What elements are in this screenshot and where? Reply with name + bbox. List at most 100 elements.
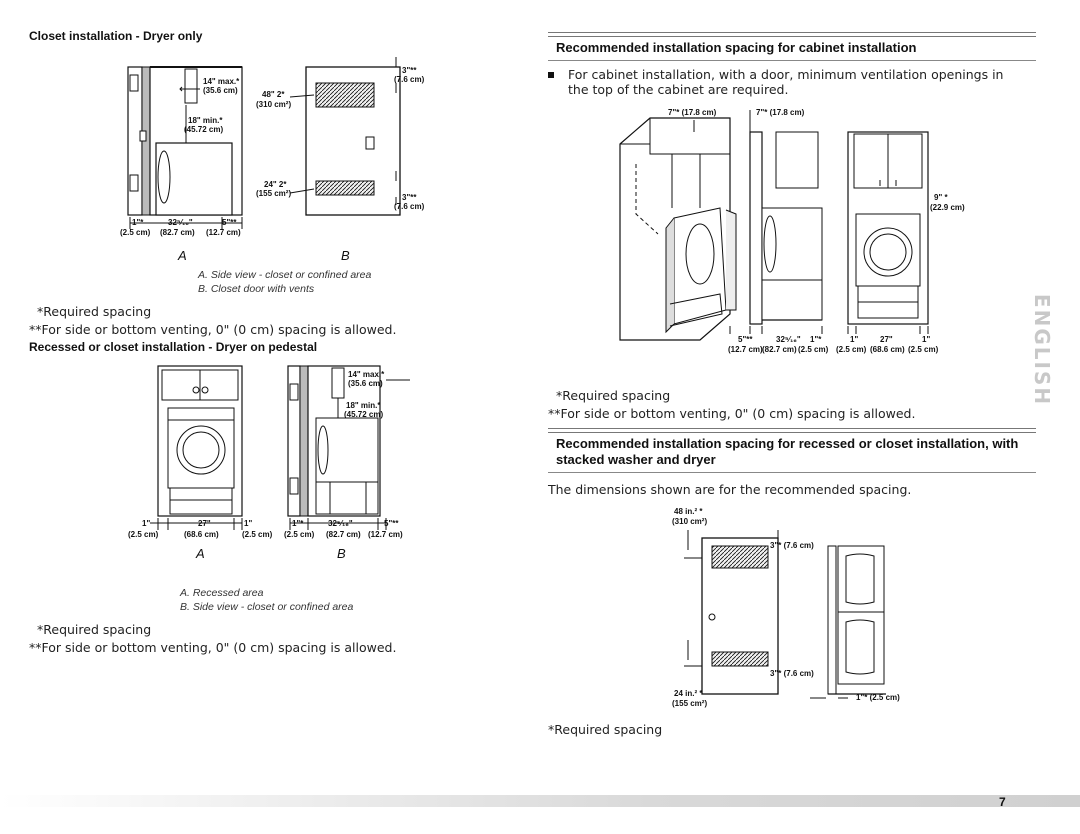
dim-top-right: 7"* (17.8 cm) xyxy=(756,108,805,117)
dim-ped-b2: 32⁵⁄₁₆" xyxy=(328,519,353,528)
dim-cab-c1: 1" xyxy=(850,335,858,344)
figure-label-a: A xyxy=(178,248,187,263)
cabinet-installation-heading: Recommended installation spacing for cab… xyxy=(556,40,917,55)
stacked-intro-text: The dimensions shown are for the recomme… xyxy=(548,482,912,497)
footer-bar xyxy=(0,795,1080,807)
bullet-square xyxy=(548,72,554,78)
note2-required-spacing: *Required spacing xyxy=(37,622,152,637)
pedestal-figure: 1" 27" 1" (2.5 cm) (68.6 cm) (2.5 cm) 14… xyxy=(128,365,410,539)
dim-ped-14-max-cm: (35.6 cm) xyxy=(348,379,383,388)
dim-ped-18-min-cm: (45.72 cm) xyxy=(344,410,383,419)
dim-recess-3: 1" xyxy=(244,519,252,528)
dim-ped-b3-cm: (12.7 cm) xyxy=(368,530,403,539)
dim-cab-b1-cm: (12.7 cm) xyxy=(728,345,763,354)
closet-dryer-only-figure: 14" max.* (35.6 cm) 18" min.* (45.72 cm)… xyxy=(120,57,425,237)
dim-ped-18-min: 18" min.* xyxy=(346,401,381,410)
figure2-label-b: B xyxy=(337,546,346,561)
heading2-bottom-rule xyxy=(548,472,1036,473)
dim-top-left: 7"* (17.8 cm) xyxy=(668,108,717,117)
vent-bottom-area-cm: (155 cm²) xyxy=(256,189,291,198)
recessed-area-drawing xyxy=(157,365,243,517)
cabinet-side-view-drawing xyxy=(749,131,823,325)
dim-ped-b2-cm: (82.7 cm) xyxy=(326,530,361,539)
stacked-note-required: *Required spacing xyxy=(548,722,663,737)
dim-stacked-side: 1"* (2.5 cm) xyxy=(856,693,900,702)
stacked-side-drawing xyxy=(827,545,886,695)
cabinet-bullet-text: For cabinet installation, with a door, m… xyxy=(568,67,1004,97)
dim-cab-c1-cm: (2.5 cm) xyxy=(836,345,867,354)
dim-18-min: 18" min.* xyxy=(188,116,223,125)
dim-side-9in-cm: (22.9 cm) xyxy=(930,203,965,212)
page-number: 7 xyxy=(999,795,1006,809)
dim-side-9in: 9" * xyxy=(934,193,948,202)
caption-side-view-closet: B. Side view - closet or confined area xyxy=(180,601,354,613)
cabinet-installation-figure: 7"* (17.8 cm) 7"* (17.8 cm) 9" * (22.9 c… xyxy=(619,108,965,354)
stacked-installation-heading: Recommended installation spacing for rec… xyxy=(556,436,1019,467)
dim-bottom-2-cm: (82.7 cm) xyxy=(160,228,195,237)
vent-top-area-cm: (310 cm²) xyxy=(256,100,291,109)
dim-recess-2: 27" xyxy=(198,519,211,528)
dim-bottom-3-cm: (12.7 cm) xyxy=(206,228,241,237)
dim-stacked-bottom: 3"* (7.6 cm) xyxy=(770,669,814,678)
heading1-top-rule xyxy=(548,32,1036,37)
closet-door-drawing: 48" 2* (310 cm²) 24" 2* (155 cm²) 3"** (… xyxy=(256,57,425,216)
dim-stacked-vent-top: 48 in.² * xyxy=(674,507,703,516)
figure-label-b: B xyxy=(341,248,350,263)
dim-18-min-cm: (45.72 cm) xyxy=(184,125,223,134)
caption-closet-door: B. Closet door with vents xyxy=(198,283,315,295)
figure2-label-a: A xyxy=(196,546,205,561)
caption-side-view: A. Side view - closet or confined area xyxy=(198,269,372,281)
note-venting: **For side or bottom venting, 0" (0 cm) … xyxy=(29,322,397,337)
side-view-dimensions: 14" max.* (35.6 cm) 18" min.* (45.72 cm)… xyxy=(120,77,243,237)
side-view-pedestal-dimensions: 14" max.* (35.6 cm) 18" min.* (45.72 cm)… xyxy=(284,370,410,539)
note2-venting: **For side or bottom venting, 0" (0 cm) … xyxy=(29,640,397,655)
language-tab: ENGLISH xyxy=(1005,293,1079,407)
dim-cab-b3-cm: (2.5 cm) xyxy=(798,345,829,354)
note-required-spacing: *Required spacing xyxy=(37,304,152,319)
vent-top-area: 48" 2* xyxy=(262,90,285,99)
dim-ped-14-max: 14" max.* xyxy=(348,370,385,379)
dim-stacked-vent-bottom-cm: (155 cm²) xyxy=(672,699,707,708)
pedestal-heading: Recessed or closet installation - Dryer … xyxy=(29,340,318,354)
closet-dryer-only-heading: Closet installation - Dryer only xyxy=(29,29,203,43)
heading1-bottom-rule xyxy=(548,60,1036,61)
dim-cab-c2-cm: (68.6 cm) xyxy=(870,345,905,354)
dim-14-max-cm: (35.6 cm) xyxy=(203,86,238,95)
cabinet-perspective-drawing xyxy=(619,117,737,341)
dim-cab-b2-cm: (82.7 cm) xyxy=(762,345,797,354)
cabinet-dimensions: 7"* (17.8 cm) 7"* (17.8 cm) 9" * (22.9 c… xyxy=(668,108,965,354)
side-view-pedestal-drawing xyxy=(287,365,381,517)
dim-stacked-top: 3"* (7.6 cm) xyxy=(770,541,814,550)
dim-bottom-1-cm: (2.5 cm) xyxy=(120,228,151,237)
dim-stacked-vent-top-cm: (310 cm²) xyxy=(672,517,707,526)
stacked-closet-door-drawing xyxy=(701,537,779,695)
stacked-installation-figure: 48 in.² * (310 cm²) 3"* (7.6 cm) 3"* (7.… xyxy=(672,507,900,708)
dim-bottom-3in-cm: (7.6 cm) xyxy=(394,202,425,211)
language-tab-label: ENGLISH xyxy=(1030,293,1054,407)
dim-ped-b1-cm: (2.5 cm) xyxy=(284,530,315,539)
dim-bottom-3: 5"** xyxy=(222,218,237,227)
dim-14-max: 14" max.* xyxy=(203,77,240,86)
dim-recess-2-cm: (68.6 cm) xyxy=(184,530,219,539)
dim-cab-b3: 1"* xyxy=(810,335,822,344)
caption-recessed-area: A. Recessed area xyxy=(180,587,264,599)
dim-bottom-2: 32⁵⁄₁₆" xyxy=(168,218,193,227)
dim-recess-3-cm: (2.5 cm) xyxy=(242,530,273,539)
dim-cab-c3: 1" xyxy=(922,335,930,344)
cabinet-note-venting: **For side or bottom venting, 0" (0 cm) … xyxy=(548,406,916,421)
dim-recess-1-cm: (2.5 cm) xyxy=(128,530,159,539)
dim-stacked-vent-bottom: 24 in.² * xyxy=(674,689,703,698)
dim-cab-b2: 32⁵⁄₁₆" xyxy=(776,335,801,344)
side-view-closet-drawing xyxy=(127,66,243,216)
recessed-dimensions: 1" 27" 1" (2.5 cm) (68.6 cm) (2.5 cm) xyxy=(128,518,273,539)
dim-recess-1: 1" xyxy=(142,519,150,528)
dim-top-3in: 3"** xyxy=(402,66,417,75)
cabinet-note-required: *Required spacing xyxy=(556,388,671,403)
cabinet-front-view-drawing xyxy=(847,131,929,325)
heading2-top-rule xyxy=(548,428,1036,433)
dim-cab-b1: 5"** xyxy=(738,335,753,344)
dim-cab-c3-cm: (2.5 cm) xyxy=(908,345,939,354)
dim-bottom-3in: 3"** xyxy=(402,193,417,202)
dim-ped-b1: 1"* xyxy=(292,519,304,528)
stacked-dimensions: 48 in.² * (310 cm²) 3"* (7.6 cm) 3"* (7.… xyxy=(672,507,900,708)
